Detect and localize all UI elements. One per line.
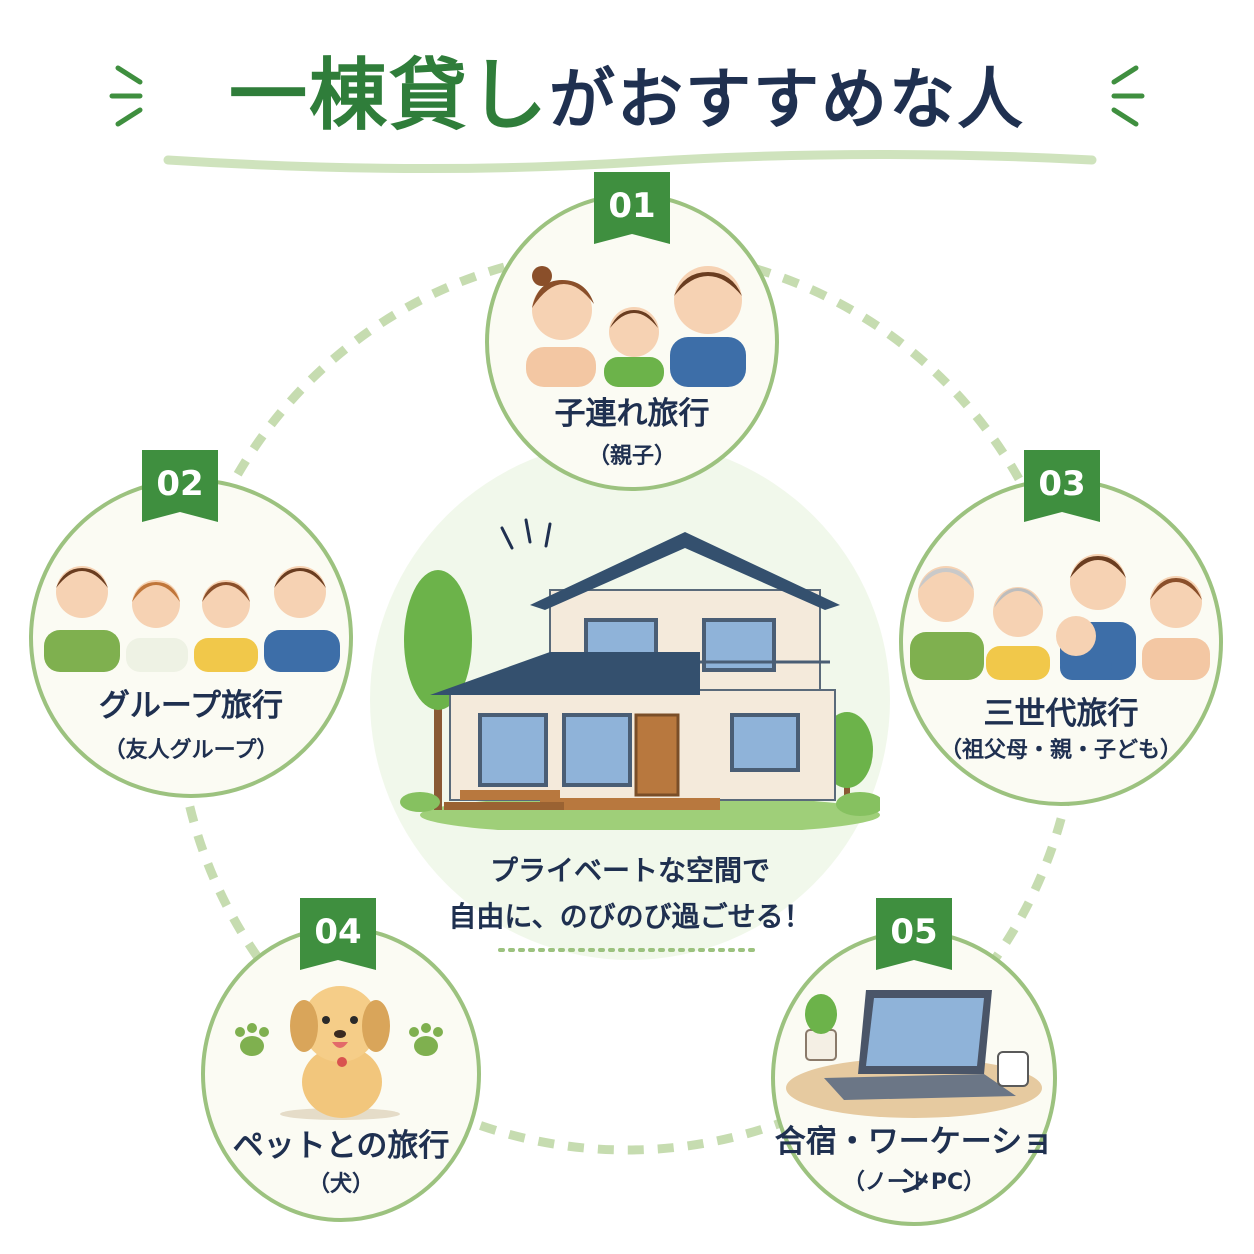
card-02-sub: （友人グループ）: [103, 738, 279, 763]
center-message: プライベートな空間で 自由に、のびのび過ごせる！: [380, 848, 880, 940]
card-03-sub: （祖父母・親・子ども）: [939, 738, 1182, 763]
card-02-frame: [29, 450, 353, 798]
card-02: 02 グループ旅行 （友人グループ）: [28, 450, 354, 800]
card-03: 03 三世代旅行 （祖父母・親・子ども）: [898, 450, 1224, 810]
card-02-label: グループ旅行: [98, 688, 284, 724]
card-02-number: 02: [156, 464, 204, 504]
page-title: 一棟貸しがおすすめな人: [0, 46, 1254, 150]
title-underline: [163, 149, 1097, 174]
card-05-number: 05: [890, 912, 938, 952]
card-01-sub: （親子）: [587, 444, 676, 469]
card-01-label: 子連れ旅行: [554, 396, 710, 432]
card-05-label: 合宿・ワーケーション: [774, 1124, 1054, 1200]
three-generation-family-icon: [910, 554, 1210, 680]
paw-print-icon: [235, 1023, 443, 1056]
center-message-line1: プライベートな空間で: [489, 854, 770, 887]
house-icon: [400, 518, 880, 830]
laptop-icon: [786, 990, 1042, 1118]
title-sparkle-left: [109, 65, 143, 127]
page-title-navy: がおすすめな人: [549, 61, 1025, 138]
card-01-number: 01: [608, 186, 656, 226]
card-04-label: ペットとの旅行: [232, 1128, 450, 1164]
family-parent-child-icon: [526, 266, 746, 387]
house-sparkle: [500, 518, 552, 550]
card-05-sub: （ノートPC）: [842, 1170, 986, 1195]
card-04-number: 04: [314, 912, 362, 952]
card-03-label: 三世代旅行: [983, 696, 1139, 732]
page-title-green: 一棟貸し: [228, 51, 549, 141]
title-sparkle-right: [1111, 65, 1145, 127]
center-message-line2: 自由に、のびのび過ごせる！: [448, 900, 812, 933]
title-area: 一棟貸しがおすすめな人: [0, 30, 1254, 170]
card-04-sub: （犬）: [307, 1172, 374, 1197]
friends-group-icon: [44, 566, 340, 672]
card-03-number: 03: [1038, 464, 1086, 504]
card-05: 05 合宿・ワーケーション （ノートPC）: [770, 898, 1058, 1228]
dog-icon: [235, 986, 443, 1120]
card-01: 01 子連れ旅行 （親子）: [484, 172, 780, 492]
card-04: 04 ペットとの旅行 （犬）: [200, 898, 482, 1224]
